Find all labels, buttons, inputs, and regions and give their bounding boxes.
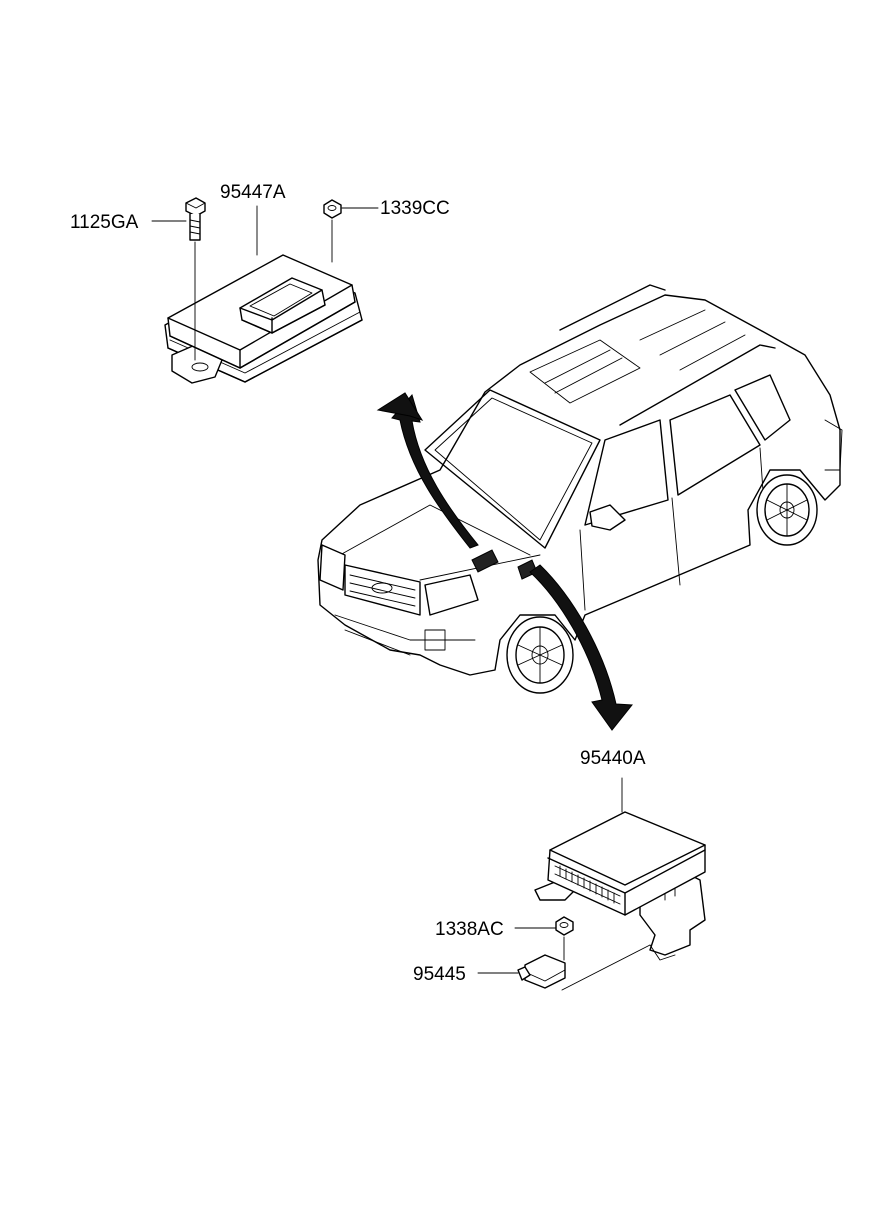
label-1338ac: 1338AC xyxy=(435,919,504,940)
nut-1339cc xyxy=(323,199,342,263)
label-95447a: 95447A xyxy=(220,182,286,203)
cover-assembly xyxy=(164,197,363,384)
arrow-to-cover xyxy=(376,392,479,549)
vehicle-illustration xyxy=(317,284,843,694)
bolt-1125ga xyxy=(185,197,206,361)
module-assembly xyxy=(517,777,706,991)
nut-1338ac xyxy=(555,916,574,961)
arrow-to-module xyxy=(529,564,633,731)
sensor-95445 xyxy=(517,944,651,991)
label-1339cc: 1339CC xyxy=(380,198,450,219)
label-95445: 95445 xyxy=(413,964,466,985)
label-95440a: 95440A xyxy=(580,748,646,769)
label-1125ga: 1125GA xyxy=(70,212,139,233)
